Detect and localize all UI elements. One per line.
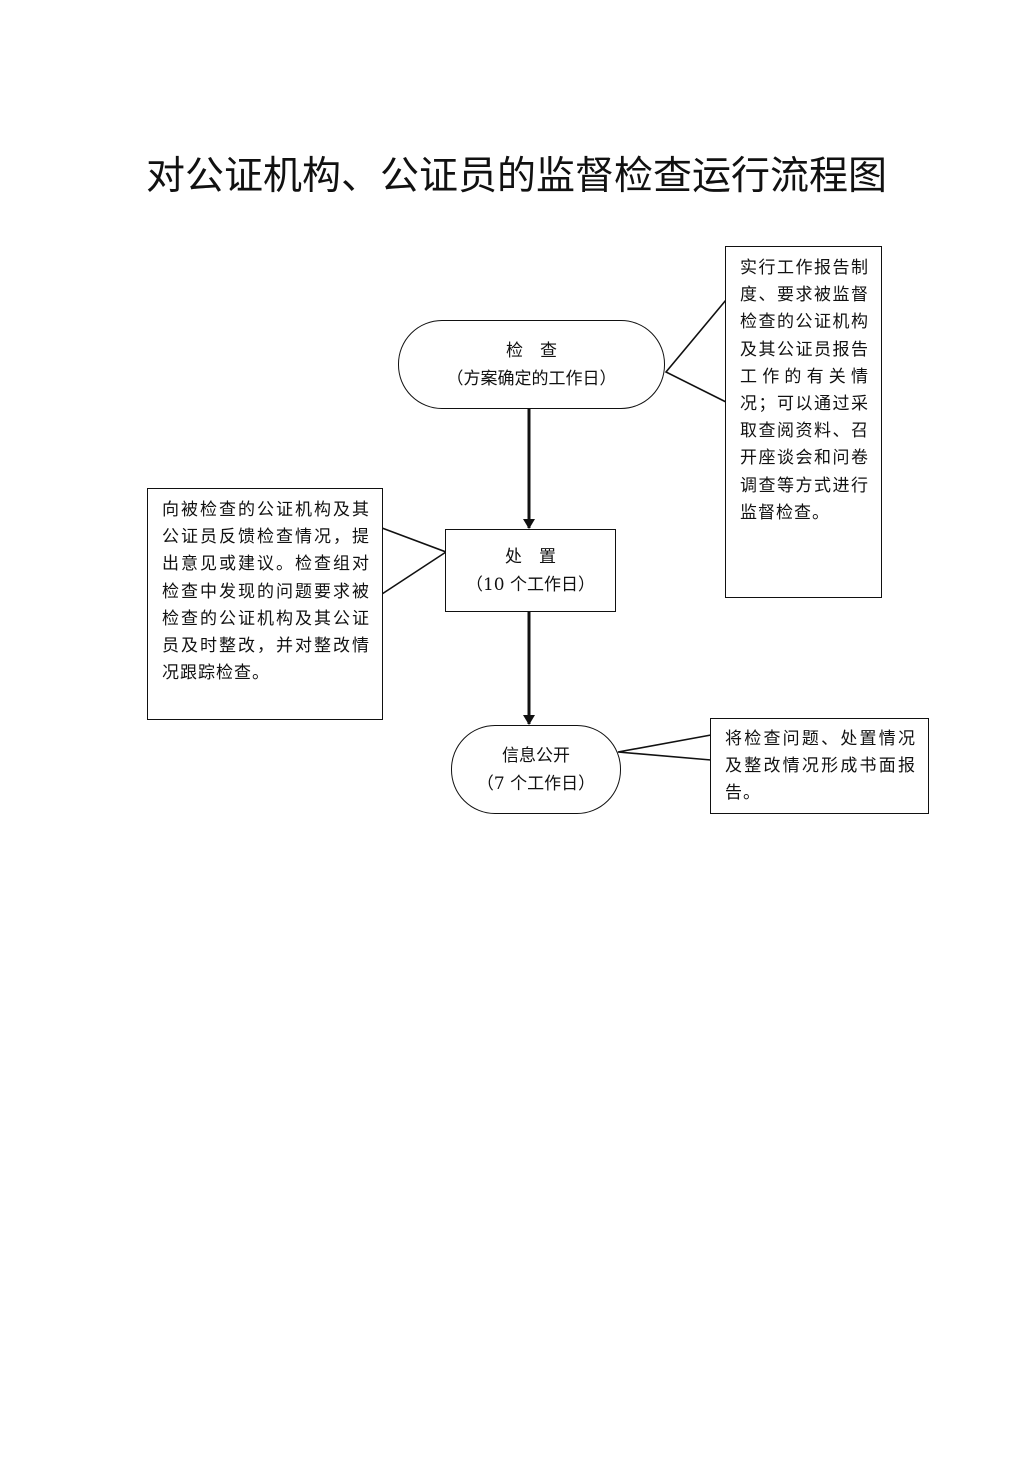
step-disclosure-period: （7 个工作日） [476,773,596,794]
step-disposal: 处 置 （10 个工作日） [445,529,616,612]
callout-disposal [381,527,448,595]
callout-inspection [664,299,727,403]
step-disclosure: 信息公开 （7 个工作日） [451,725,621,814]
step-disclosure-name: 信息公开 [502,745,570,766]
note-disposal: 向被检查的公证机构及其公证员反馈检查情况，提出意见或建议。检查组对检查中发现的问… [147,488,383,720]
note-disclosure: 将检查问题、处置情况及整改情况形成书面报告。 [710,718,929,814]
step-inspection: 检 查 （方案确定的工作日） [398,320,665,409]
page-title: 对公证机构、公证员的监督检查运行流程图 [145,154,887,199]
step-inspection-period: （方案确定的工作日） [446,368,617,389]
callout-disclosure [617,734,712,761]
note-inspection: 实行工作报告制度、要求被监督检查的公证机构及其公证员报告工作的有关情况；可以通过… [725,246,882,598]
step-disposal-period: （10 个工作日） [465,574,596,595]
step-disposal-name: 处 置 [505,546,556,567]
step-inspection-name: 检 查 [506,340,557,361]
